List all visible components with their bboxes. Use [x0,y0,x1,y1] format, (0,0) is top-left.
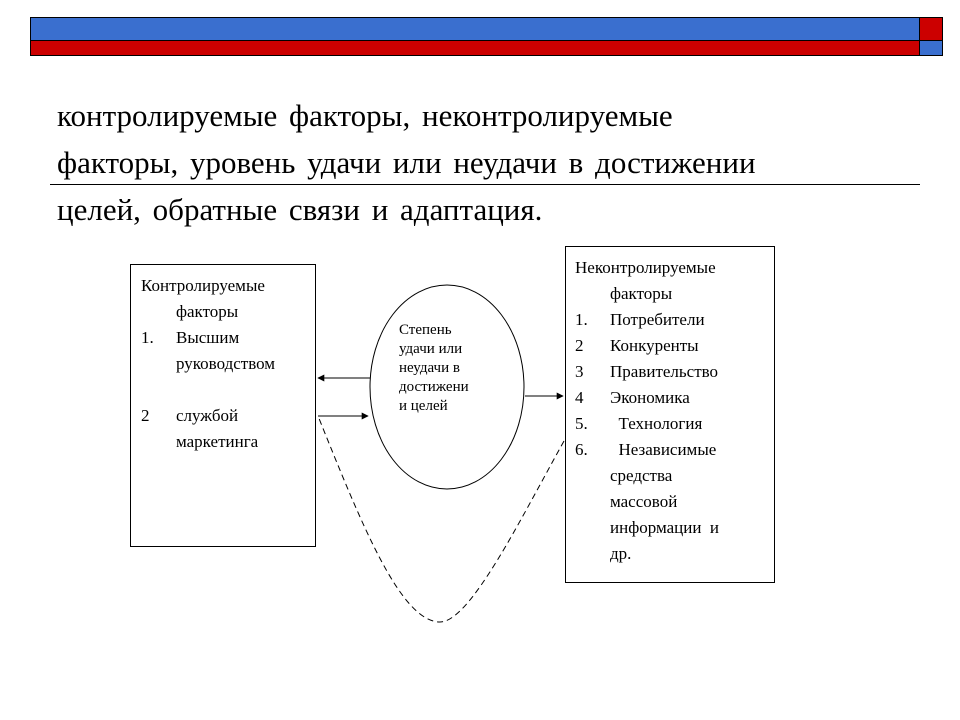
center-line: неудачи в [399,360,460,376]
uncontrolled-title: Неконтролируемые [575,258,716,277]
list-item: 1.Потребители [575,310,705,329]
list-item: 6. Независимые [575,440,717,459]
center-line: удачи или [399,341,463,357]
center-ellipse [369,284,525,490]
list-item-cont: маркетинга [176,432,259,451]
list-item-cont: информации и [610,518,720,537]
slide-heading: контролируемые факторы, неконтролируемые… [57,92,917,233]
list-item: 5. Технология [575,414,703,433]
heading-line: факторы, уровень удачи или неудачи в дос… [57,145,756,180]
center-ellipse-label: Степень удачи или неудачи в достижени и … [399,321,509,416]
list-item-cont: др. [610,544,632,563]
feedback-dashed-curve [317,415,565,623]
list-item-cont: массовой [610,492,678,511]
header-square-blue [919,40,943,56]
center-line: и целей [399,398,448,414]
list-item-cont: руководством [176,354,276,373]
heading-rule [50,184,920,185]
controlled-title-cont: факторы [176,302,239,321]
center-line: Степень [399,322,452,338]
uncontrolled-title-cont: факторы [610,284,673,303]
uncontrolled-factors-box: Неконтролируемые факторы 1.Потребители 2… [565,246,775,583]
list-item-cont: средства [610,466,673,485]
center-line: достижени [399,379,469,395]
controlled-factors-box: Контролируемые факторы 1.Высшим руководс… [130,264,316,547]
controlled-title: Контролируемые [141,276,265,295]
heading-line: целей, обратные связи и адаптация. [57,192,543,227]
list-item: 1.Высшим [141,328,240,347]
heading-line: контролируемые факторы, неконтролируемые [57,98,673,133]
